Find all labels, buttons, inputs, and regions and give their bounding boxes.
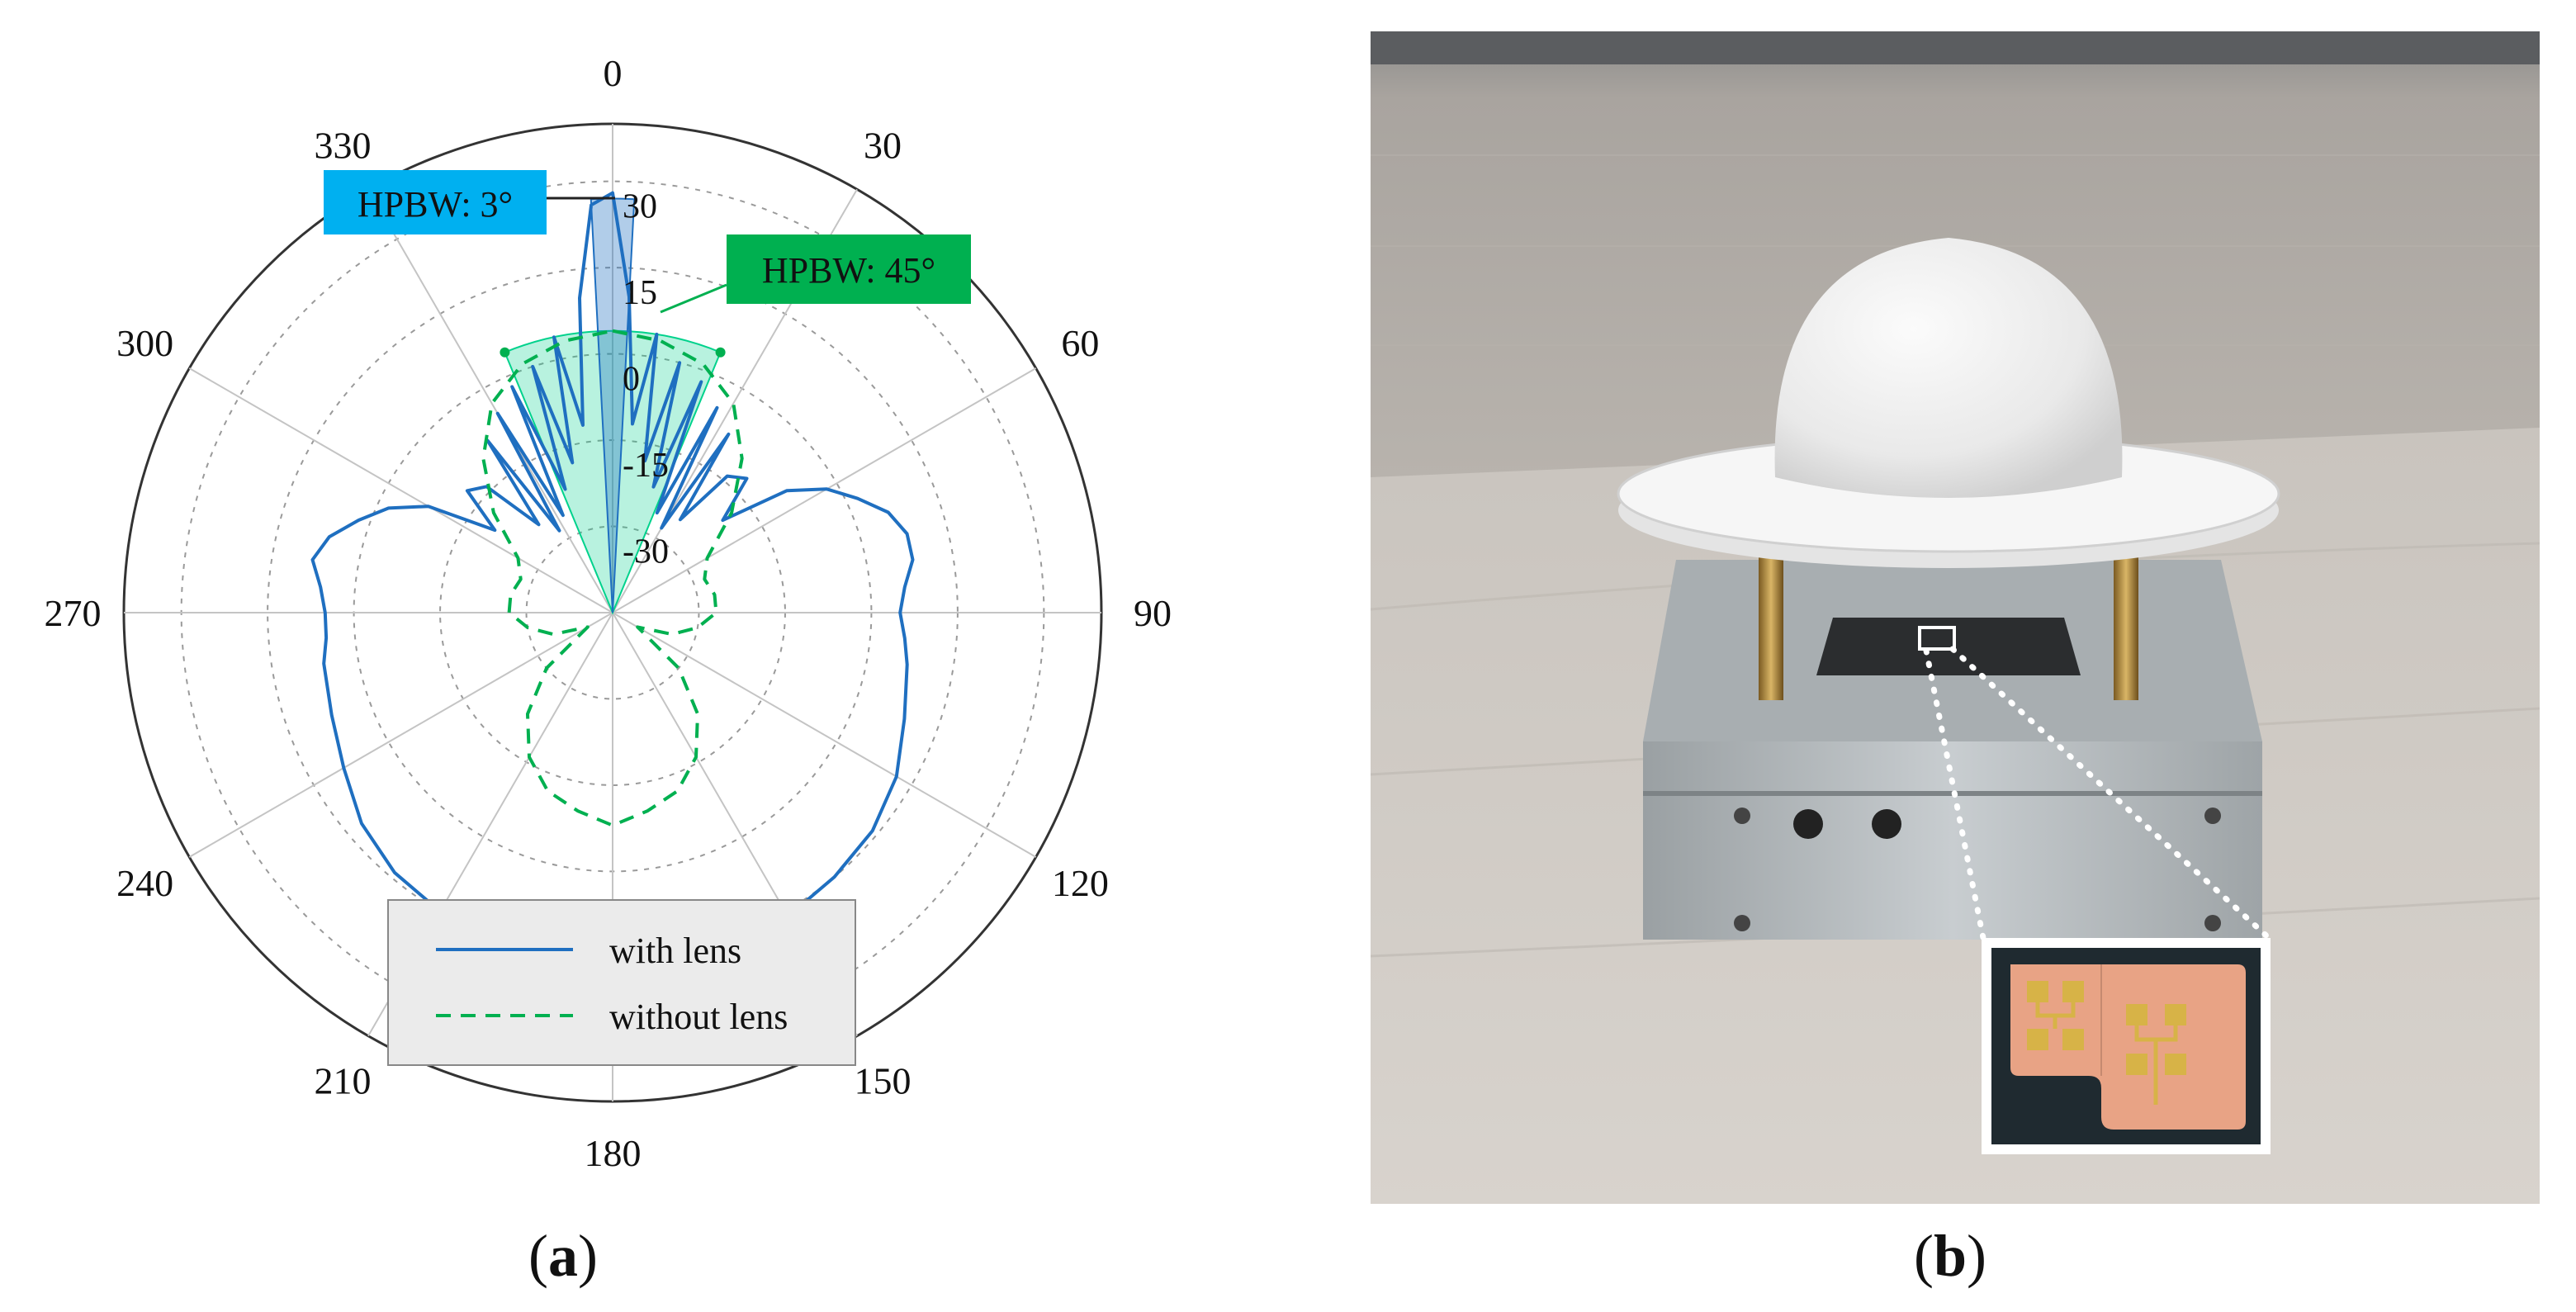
legend-box (387, 899, 856, 1066)
angle-spoke (367, 188, 613, 613)
angle-tick-label: 180 (585, 1132, 642, 1174)
polar-ticks: 030609012015018021024027030033030150-15-… (45, 52, 1172, 1174)
series-line-without-lens (481, 329, 744, 827)
hpbw-45-left-marker (500, 347, 510, 358)
hpbw-45-label: HPBW: 45° (762, 250, 935, 291)
panel-label-a: (a) (528, 1223, 598, 1289)
angle-spoke (188, 612, 613, 858)
radial-tick-label: -30 (623, 533, 669, 571)
panel-label-b: (b) (1914, 1223, 1987, 1289)
hpbw-fills (504, 197, 722, 615)
hpbw-45-box (727, 234, 971, 304)
radial-tick-label: 30 (623, 188, 657, 226)
hpbw-3-label: HPBW: 3° (358, 184, 513, 225)
angle-spoke (612, 612, 1037, 858)
angle-tick-label: 120 (1052, 862, 1109, 904)
angle-tick-label: 300 (116, 322, 173, 364)
angle-tick-label: 330 (315, 125, 372, 167)
polar-annotations: HPBW: 3° HPBW: 45° (324, 170, 971, 358)
angle-tick-label: 240 (116, 862, 173, 904)
antenna-chip-icon (1982, 938, 2271, 1154)
hpbw-45-right-marker (715, 347, 726, 358)
angle-tick-label: 90 (1134, 592, 1172, 634)
radial-tick-label: 15 (623, 274, 657, 312)
legend-label-with-lens: with lens (609, 931, 741, 971)
hpbw-45-leader (660, 283, 727, 314)
radial-tick-label: -15 (623, 447, 669, 485)
legend: with lens without lens (387, 899, 856, 1066)
angle-tick-label: 150 (855, 1059, 912, 1101)
angle-spoke (188, 367, 613, 613)
angle-tick-label: 210 (315, 1059, 372, 1101)
legend-label-without-lens: without lens (609, 997, 788, 1037)
angle-tick-label: 30 (864, 125, 902, 167)
hpbw-3-box (324, 170, 547, 234)
angle-tick-label: 60 (1061, 322, 1099, 364)
angle-tick-label: 0 (604, 52, 623, 94)
radial-tick-label: 0 (623, 361, 640, 399)
antenna-photo (1371, 31, 2540, 1204)
angle-tick-label: 270 (45, 592, 102, 634)
lens-dome-icon (1774, 238, 2123, 498)
polar-chart: 030609012015018021024027030033030150-15-… (45, 52, 1172, 1174)
